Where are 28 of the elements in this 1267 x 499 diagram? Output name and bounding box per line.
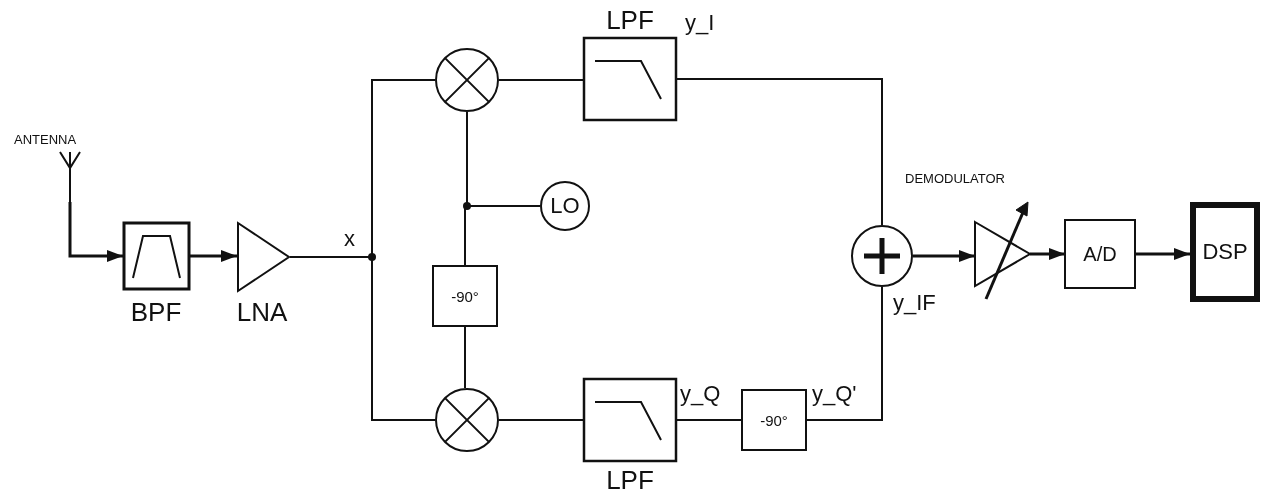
connector-line bbox=[464, 205, 541, 267]
connector-line bbox=[676, 419, 743, 421]
connector-line bbox=[498, 419, 584, 421]
connector-line bbox=[676, 78, 883, 226]
arrow bbox=[1030, 248, 1065, 260]
block-label: ANTENNA bbox=[14, 133, 77, 146]
signal-label: y_Q bbox=[680, 383, 721, 405]
block-label: -90° bbox=[451, 288, 479, 304]
block-label: DSP bbox=[1202, 241, 1248, 263]
connector-line bbox=[498, 79, 584, 81]
block-label: DEMODULATOR bbox=[905, 172, 1005, 185]
block-label: -90° bbox=[760, 412, 788, 428]
signal-label: y_IF bbox=[893, 292, 936, 314]
block-label: BPF bbox=[130, 299, 182, 325]
block-label: LO bbox=[550, 195, 580, 217]
connector-line bbox=[464, 325, 466, 389]
arrow bbox=[190, 250, 237, 262]
signal-label: x bbox=[344, 228, 355, 250]
arrow bbox=[1135, 248, 1190, 260]
block-label: A/D bbox=[1083, 244, 1117, 264]
arrow bbox=[68, 202, 123, 262]
block-label: LPF bbox=[606, 467, 654, 493]
block-label: LPF bbox=[606, 7, 654, 33]
arrow bbox=[913, 250, 975, 262]
connector-line bbox=[289, 256, 436, 421]
signal-label: y_I bbox=[685, 12, 715, 34]
signal-label: y_Q' bbox=[812, 383, 857, 405]
block-label: LNA bbox=[236, 299, 288, 325]
